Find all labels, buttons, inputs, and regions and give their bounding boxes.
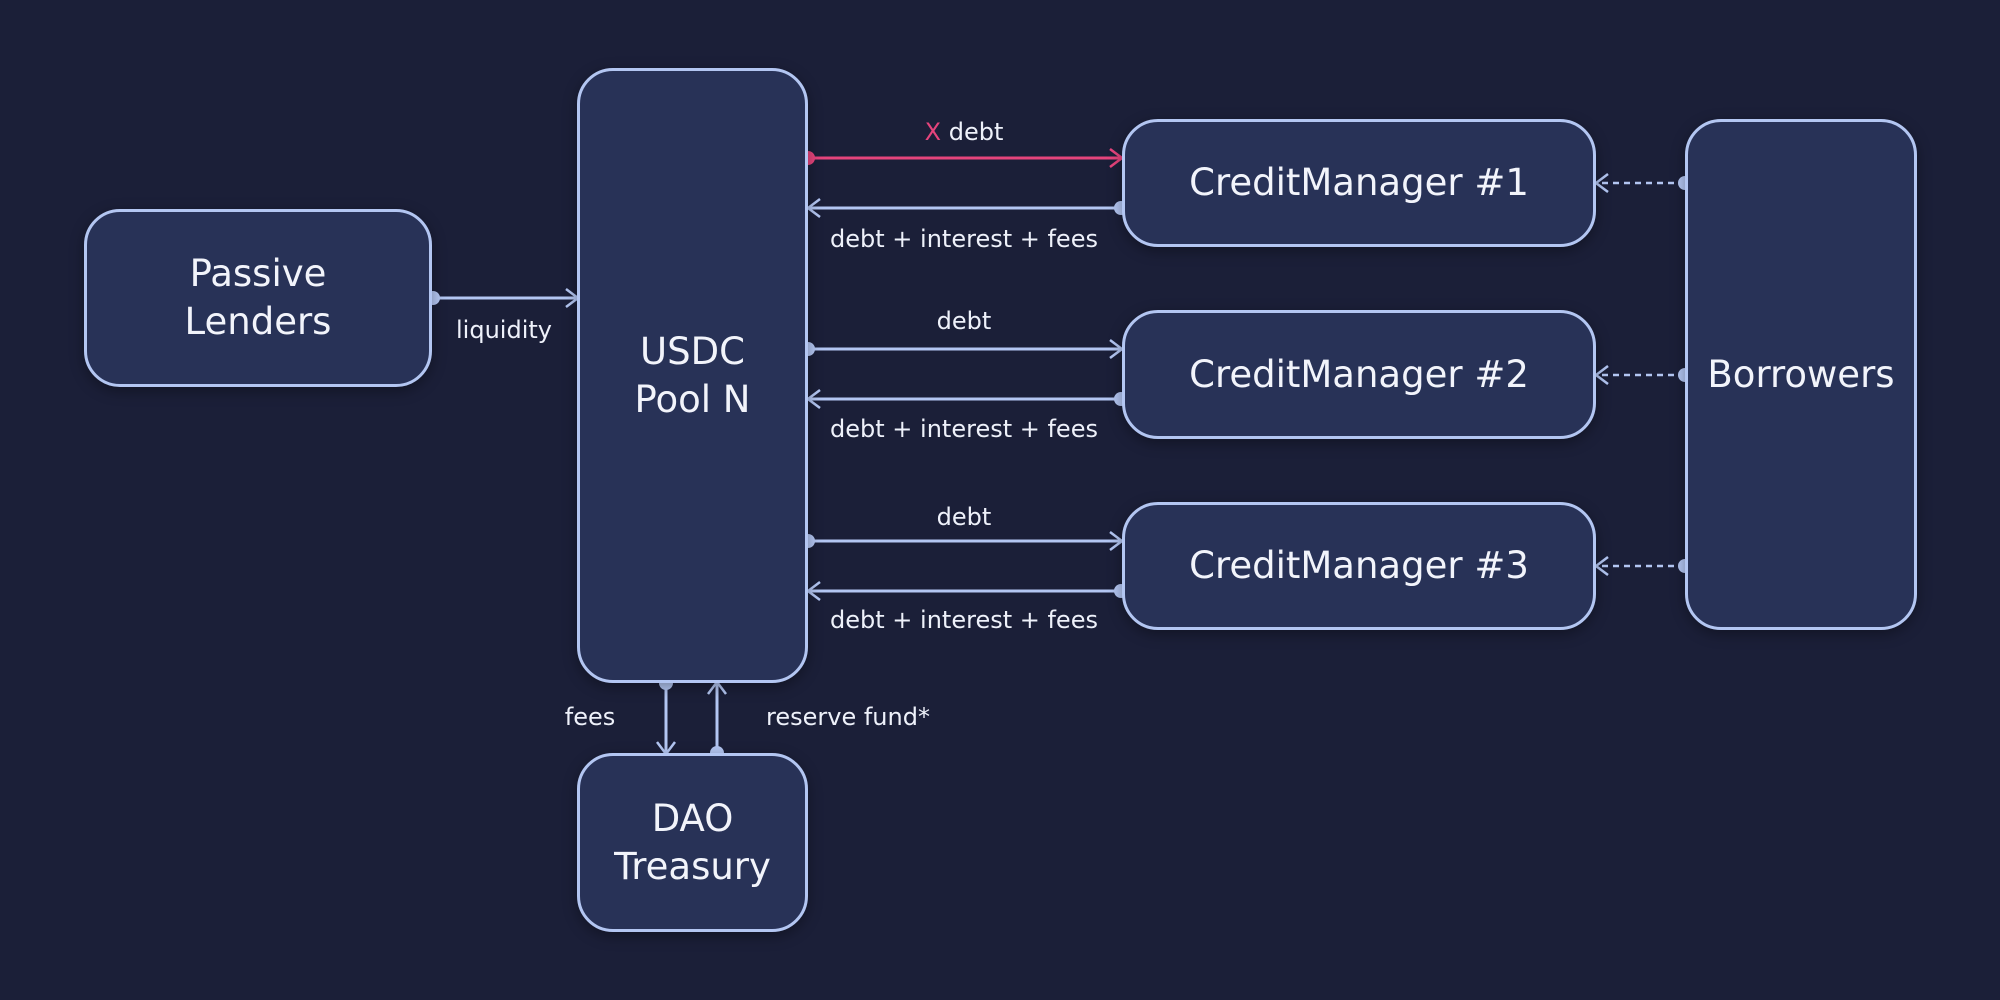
dao-treasury-node: DAO Treasury xyxy=(577,753,808,932)
cm1-debt-label: X debt xyxy=(925,118,1004,146)
credit-manager-2-node: CreditManager #2 xyxy=(1122,310,1596,439)
passive-lenders-node: Passive Lenders xyxy=(84,209,432,387)
borrowers-node: Borrowers xyxy=(1685,119,1917,630)
credit-manager-3-label: CreditManager #3 xyxy=(1189,544,1529,587)
usdc-pool-line-1: USDC xyxy=(640,329,745,373)
credit-manager-3-node: CreditManager #3 xyxy=(1122,502,1596,630)
dao-treasury-line-2: Treasury xyxy=(614,844,771,888)
passive-lenders-line-2: Lenders xyxy=(184,300,332,343)
dao-treasury-line-1: DAO xyxy=(651,796,734,840)
cm2-repay-label: debt + interest + fees xyxy=(830,415,1098,443)
cm2-debt-label: debt xyxy=(936,307,992,335)
liquidity-label: liquidity xyxy=(456,316,552,344)
credit-manager-1-node: CreditManager #1 xyxy=(1122,119,1596,247)
credit-manager-1-label: CreditManager #1 xyxy=(1189,161,1529,204)
cm1-repay-label: debt + interest + fees xyxy=(830,225,1098,253)
borrowers-label: Borrowers xyxy=(1707,352,1895,396)
reserve-fund-label: reserve fund* xyxy=(766,703,930,731)
cm3-debt-label: debt xyxy=(936,503,992,531)
cm3-repay-label: debt + interest + fees xyxy=(830,606,1098,634)
credit-manager-2-label: CreditManager #2 xyxy=(1189,352,1529,396)
fees-label: fees xyxy=(564,703,616,731)
cm1-debt-text: debt xyxy=(948,118,1004,146)
cm1-debt-x-mark: X xyxy=(924,118,942,146)
usdc-pool-line-2: Pool N xyxy=(634,377,751,421)
passive-lenders-line-1: Passive xyxy=(189,252,327,295)
usdc-pool-node: USDC Pool N xyxy=(577,68,808,683)
